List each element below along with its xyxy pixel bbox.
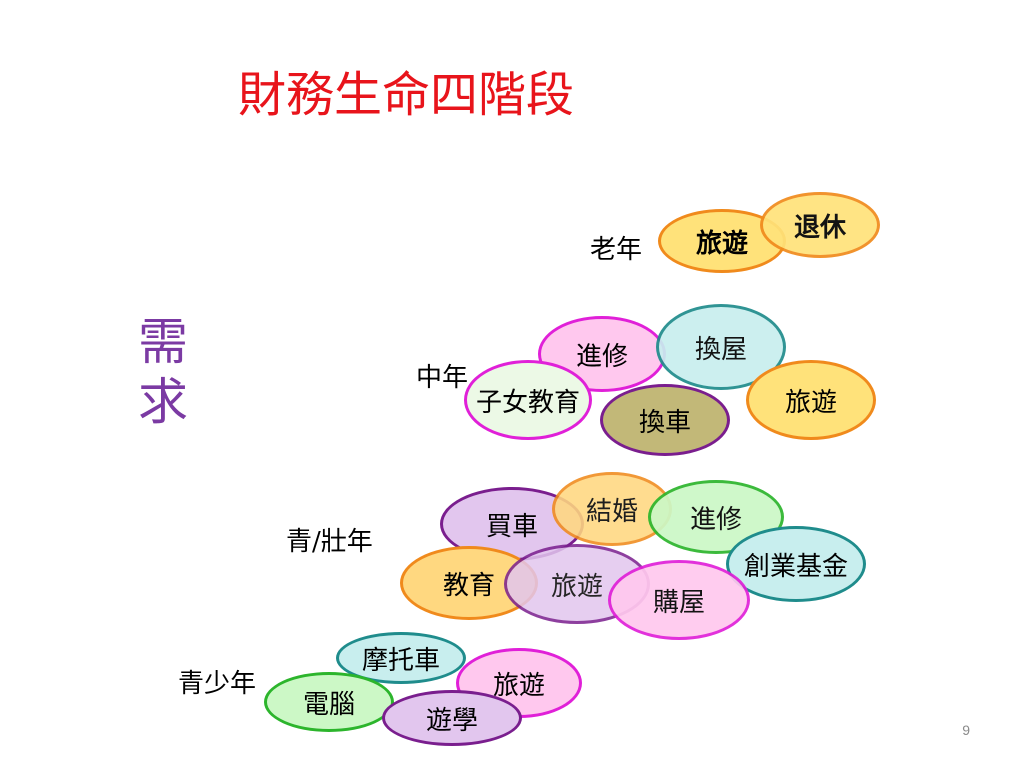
page-title: 財務生命四階段: [238, 67, 575, 123]
bubble-adult-startup-fund: 創業基金: [726, 526, 866, 602]
axis-label-char-1: 需: [138, 313, 188, 371]
stage-label-adult: 青/壯年: [286, 527, 373, 557]
bubble-adult-buy-house: 購屋: [608, 560, 750, 640]
page-number: 9: [962, 722, 970, 738]
stage-label-youth: 青少年: [178, 669, 257, 699]
bubble-youth-study-abroad: 遊學: [382, 690, 522, 746]
bubble-senior-retire: 退休: [760, 192, 880, 258]
stage-label-middle: 中年: [416, 363, 469, 393]
bubble-middle-children-education: 子女教育: [464, 360, 592, 440]
bubble-youth-computer: 電腦: [264, 672, 394, 732]
bubble-adult-marriage: 結婚: [552, 472, 672, 546]
axis-label-char-2: 求: [138, 373, 188, 431]
bubble-middle-travel: 旅遊: [746, 360, 876, 440]
stage-label-senior: 老年: [590, 235, 643, 265]
demand-axis-label: 需 求: [128, 312, 198, 436]
bubble-middle-car: 換車: [600, 384, 730, 456]
bubble-middle-study: 進修: [538, 316, 666, 392]
